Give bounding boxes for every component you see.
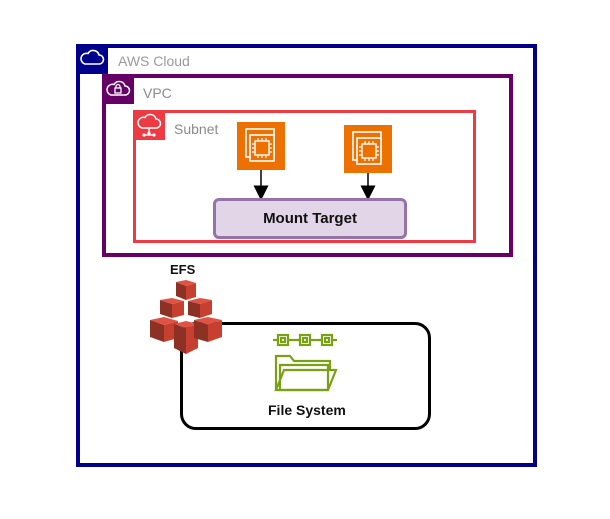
mount-target-node[interactable]: Mount Target bbox=[213, 198, 407, 239]
ec2-instance-icon[interactable] bbox=[237, 122, 285, 170]
subnet-icon bbox=[133, 110, 165, 140]
aws-cloud-group bbox=[76, 44, 537, 467]
subnet-label: Subnet bbox=[174, 121, 219, 137]
cloud-icon bbox=[76, 44, 108, 74]
vpc-group bbox=[102, 74, 513, 257]
file-system-icon bbox=[270, 332, 340, 396]
mount-target-label: Mount Target bbox=[263, 210, 357, 227]
vpc-cloud-lock-icon bbox=[102, 74, 134, 104]
aws-cloud-label: AWS Cloud bbox=[118, 53, 190, 69]
ec2-instance-icon[interactable] bbox=[344, 125, 392, 173]
subnet-group bbox=[133, 110, 476, 243]
vpc-label: VPC bbox=[143, 85, 172, 101]
file-system-label: File System bbox=[268, 402, 346, 418]
efs-icon[interactable] bbox=[146, 280, 226, 355]
efs-label: EFS bbox=[170, 262, 196, 277]
file-system-node[interactable] bbox=[180, 322, 431, 430]
